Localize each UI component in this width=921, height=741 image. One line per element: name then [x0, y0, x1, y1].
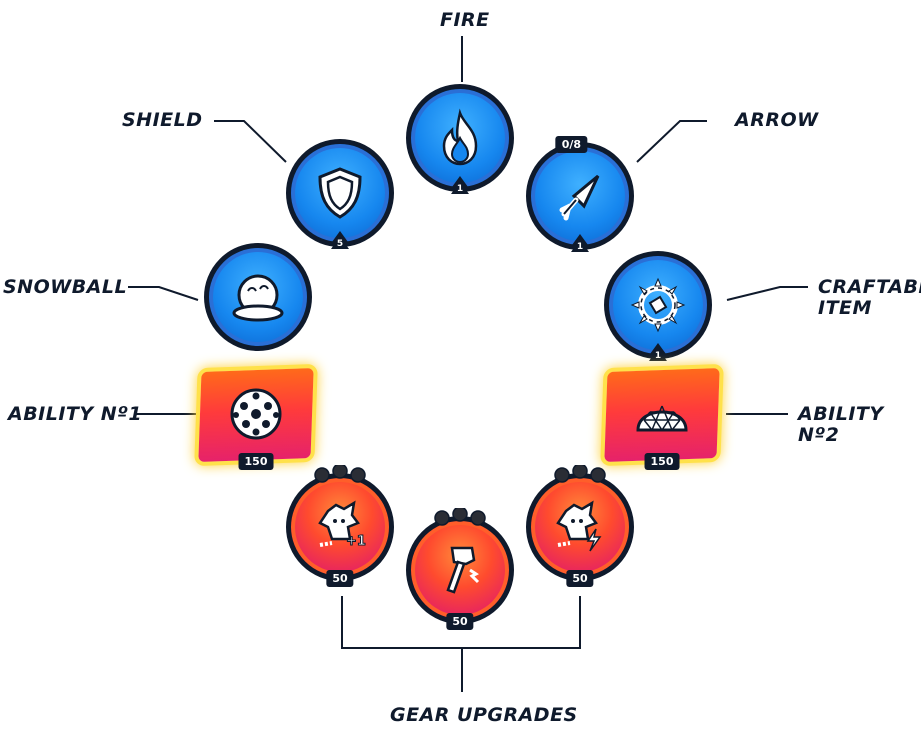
fire-level-badge: 1 [451, 176, 469, 194]
gear-upgrades-label: GEAR UPGRADES [390, 704, 578, 726]
snowball-label: SNOWBALL [3, 276, 128, 298]
gear-center-slot-dots [434, 508, 486, 526]
craftable-level: 1 [655, 351, 661, 361]
gear-upgrade-center-node[interactable]: 50 [406, 508, 514, 630]
gear-right-slot-dots [554, 465, 606, 483]
craftable-item-label: CRAFTABLE ITEM [818, 276, 921, 319]
fire-label: FIRE [440, 9, 490, 31]
gear-upgrade-left-node[interactable]: +1 50 [286, 465, 394, 587]
arrow-label: ARROW [735, 109, 819, 131]
arrow-progress-badge: 0/8 [555, 136, 588, 153]
flame-icon [442, 108, 478, 166]
svg-text:+1: +1 [346, 534, 366, 549]
snowball-icon [232, 274, 284, 322]
arrow-level: 1 [577, 242, 583, 252]
gear-right-cost: 50 [566, 570, 594, 587]
ability-2-cost: 150 [644, 453, 680, 470]
ability-2-tile[interactable]: 150 [604, 368, 720, 470]
ability-1-tile[interactable]: 150 [198, 368, 314, 470]
arrow-level-badge: 1 [571, 234, 589, 252]
character-plus-one-icon: +1 [318, 500, 366, 550]
craftable-item-node[interactable]: 1 [604, 251, 712, 361]
arrowhead-icon [559, 174, 600, 221]
gear-left-cost: 50 [326, 570, 354, 587]
gear-left-slot-dots [314, 465, 366, 483]
dome-icon [636, 405, 688, 432]
gear-upgrade-right-node[interactable]: 50 [526, 465, 634, 587]
ability-1-cost: 150 [238, 453, 274, 470]
shield-icon [318, 167, 362, 219]
spiked-ring-icon [630, 277, 686, 333]
craftable-level-badge: 1 [649, 343, 667, 361]
shield-level: 5 [337, 239, 343, 249]
ability-2-label: ABILITY Nº2 [798, 403, 884, 446]
shield-level-badge: 5 [331, 231, 349, 249]
shield-label: SHIELD [122, 109, 203, 131]
fire-node[interactable]: 1 [406, 84, 514, 194]
fire-level: 1 [457, 184, 463, 194]
character-bolt-icon [556, 500, 602, 552]
arrow-node[interactable]: 0/8 1 [526, 136, 634, 252]
snowball-node[interactable] [204, 243, 312, 351]
gear-center-cost: 50 [446, 613, 474, 630]
shield-node[interactable]: 5 [286, 139, 394, 249]
soccer-ball-icon [230, 388, 282, 440]
hammer-icon [446, 546, 480, 594]
ability-1-label: ABILITY Nº1 [8, 403, 143, 425]
